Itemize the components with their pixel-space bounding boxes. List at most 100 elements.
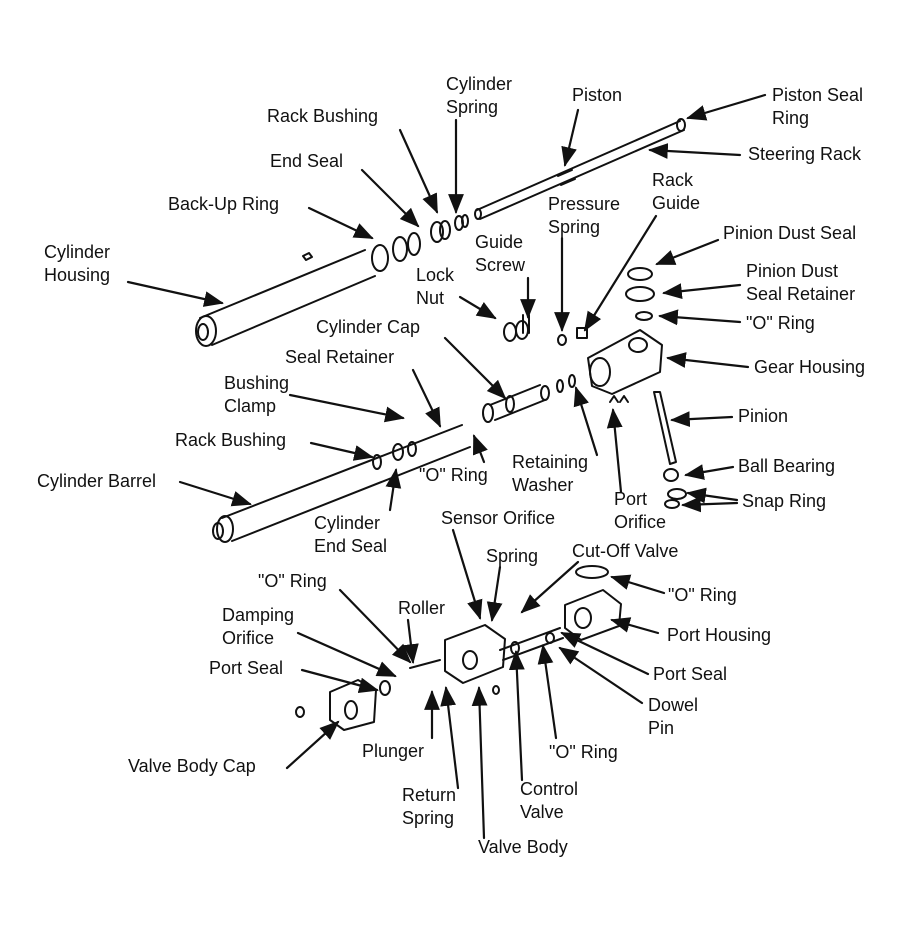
arrow-o-ring-4 <box>338 588 412 664</box>
label-roller: Roller <box>398 598 446 618</box>
arrow-port-orifice <box>606 408 623 494</box>
arrow-snap-ring-a <box>686 487 739 504</box>
arrow-retaining-washer <box>573 386 599 457</box>
label-pinion-dust-seal: Pinion Dust Seal <box>723 223 857 243</box>
label-return-spring: Return Spring <box>402 785 457 828</box>
arrow-o-ring-1 <box>658 309 742 326</box>
lower-valve-assembly <box>295 565 622 731</box>
arrow-piston <box>561 108 580 167</box>
arrow-cylinder-housing <box>126 280 224 307</box>
arrow-dowel-pin <box>558 646 644 705</box>
arrow-o-ring-2 <box>472 434 488 464</box>
label-ball-bearing: Ball Bearing <box>738 456 836 476</box>
label-rack-guide: Rack Guide <box>652 170 701 213</box>
label-plunger: Plunger <box>362 741 425 761</box>
label-o-ring-4: "O" Ring <box>258 571 327 591</box>
arrow-ball-bearing <box>684 464 735 480</box>
label-seal-retainer: Seal Retainer <box>285 347 395 367</box>
label-o-ring-2: "O" Ring <box>419 465 488 485</box>
label-steering-rack: Steering Rack <box>748 144 862 164</box>
label-cylinder-barrel: Cylinder Barrel <box>37 471 157 491</box>
label-port-orifice: Port Orifice <box>614 489 667 532</box>
label-guide-screw: Guide Screw <box>475 232 526 275</box>
seal-rings-part <box>371 214 469 272</box>
arrow-cylinder-barrel <box>178 480 252 507</box>
label-port-seal-right: Port Seal <box>653 664 728 684</box>
arrow-valve-body <box>471 686 488 840</box>
arrow-port-housing <box>610 617 660 635</box>
label-cylinder-cap: Cylinder Cap <box>316 317 421 337</box>
valve-body-part <box>409 624 506 695</box>
arrow-spring <box>486 565 503 622</box>
cylinder-barrel-part <box>212 424 471 543</box>
label-o-ring-5: "O" Ring <box>549 742 618 762</box>
valve-body-cap-part <box>295 679 391 731</box>
arrow-rack-guide <box>583 214 658 332</box>
arrow-roller <box>403 618 419 664</box>
arrow-gear-housing <box>666 352 750 369</box>
arrow-piston-seal-ring <box>686 93 767 121</box>
arrow-end-seal <box>360 168 420 228</box>
label-snap-ring: Snap Ring <box>742 491 827 511</box>
upper-rack-assembly <box>195 118 686 347</box>
label-back-up-ring: Back-Up Ring <box>168 194 280 214</box>
label-spring: Spring <box>486 546 539 566</box>
label-damping-orifice: Damping Orifice <box>222 605 295 648</box>
label-control-valve: Control Valve <box>520 779 579 822</box>
arrow-rack-bushing-mid <box>309 441 374 461</box>
leader-arrows <box>126 93 767 840</box>
arrow-pinion-dust-seal <box>655 238 720 266</box>
arrow-valve-body-cap <box>285 720 340 770</box>
label-gear-housing: Gear Housing <box>754 357 866 377</box>
arrow-pinion <box>670 411 734 428</box>
label-end-seal: End Seal <box>270 151 344 171</box>
arrow-cylinder-cap <box>443 336 507 400</box>
arrow-bushing-clamp <box>288 393 405 423</box>
label-port-housing: Port Housing <box>667 625 772 645</box>
arrow-back-up-ring <box>307 206 374 240</box>
label-sensor-orifice: Sensor Orifice <box>441 508 556 528</box>
label-pressure-spring: Pressure Spring <box>548 194 621 237</box>
label-dowel-pin: Dowel Pin <box>648 695 699 738</box>
arrow-return-spring <box>440 686 460 790</box>
arrow-port-seal-left <box>300 668 379 694</box>
arrow-rack-bushing-top <box>398 128 439 214</box>
arrow-lock-nut <box>458 295 497 320</box>
label-o-ring-3: "O" Ring <box>668 585 737 605</box>
label-rack-bushing-mid: Rack Bushing <box>175 430 287 450</box>
label-o-ring-1: "O" Ring <box>746 313 815 333</box>
lock-nut-guide-part <box>503 314 588 346</box>
gear-housing-part <box>587 329 663 403</box>
label-cut-off-valve: Cut-Off Valve <box>572 541 679 561</box>
cylinder-housing-part <box>195 249 376 347</box>
label-piston-seal-ring: Piston Seal Ring <box>772 85 864 128</box>
label-piston: Piston <box>572 85 623 105</box>
label-cylinder-housing: Cylinder Housing <box>44 242 111 285</box>
label-pinion-dust-seal-retainer: Pinion Dust Seal Retainer <box>746 261 856 304</box>
label-valve-body-cap: Valve Body Cap <box>128 756 256 776</box>
label-lock-nut: Lock Nut <box>416 265 455 308</box>
arrow-steering-rack <box>648 143 742 159</box>
pinion-part <box>625 267 687 509</box>
arrow-seal-retainer <box>411 368 442 428</box>
label-cylinder-spring: Cylinder Spring <box>446 74 513 117</box>
label-rack-bushing-top: Rack Bushing <box>267 106 379 126</box>
arrow-o-ring-3 <box>610 574 666 595</box>
middle-barrel-assembly <box>212 267 687 543</box>
arrow-port-seal-right <box>560 631 650 676</box>
label-retaining-washer: Retaining Washer <box>512 452 589 495</box>
arrow-pinion-dust-seal-retainer <box>662 283 742 300</box>
cylinder-cap-part <box>482 374 576 423</box>
label-pinion: Pinion <box>738 406 789 426</box>
label-valve-body: Valve Body <box>478 837 568 857</box>
arrow-damping-orifice <box>296 631 397 678</box>
label-port-seal-left: Port Seal <box>209 658 284 678</box>
arrow-snap-ring-b <box>681 496 739 513</box>
arrow-o-ring-5 <box>537 644 558 740</box>
label-cylinder-end-seal: Cylinder End Seal <box>314 513 388 556</box>
arrow-cut-off-valve <box>520 560 580 614</box>
control-valve-part <box>499 627 564 661</box>
arrow-cylinder-end-seal <box>385 468 402 512</box>
